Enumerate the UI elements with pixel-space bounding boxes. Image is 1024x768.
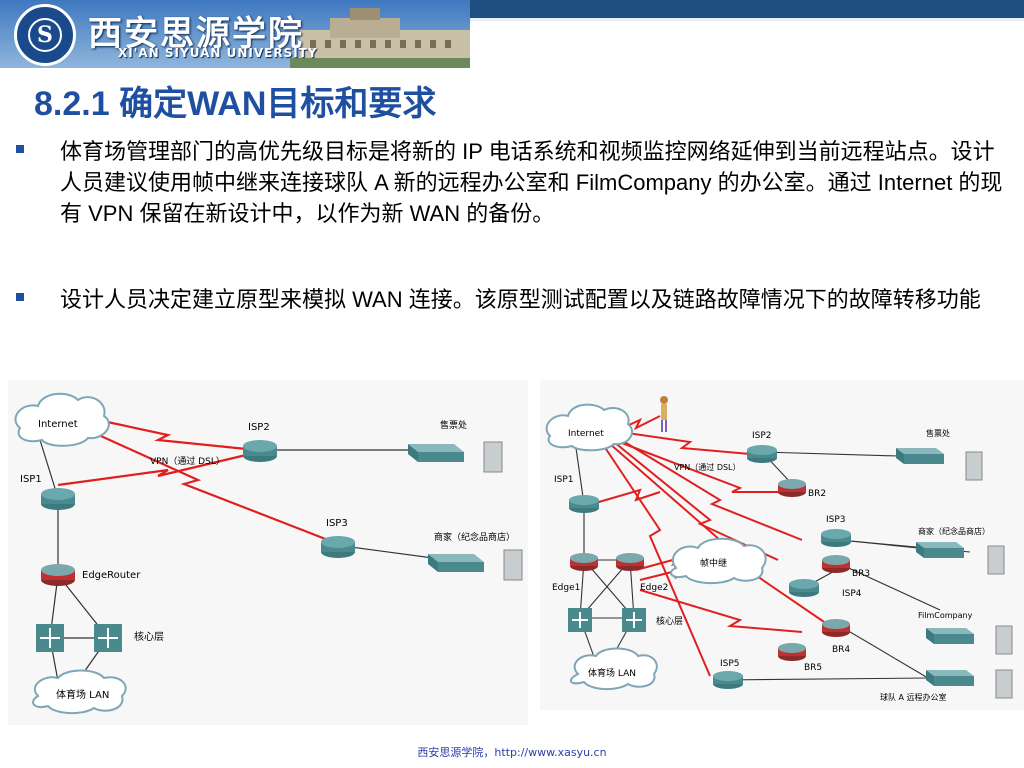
core-label: 核心层: [134, 630, 164, 643]
shop-switch-icon: [916, 542, 964, 558]
bullet-square-icon: [16, 145, 24, 153]
header-stripe: [470, 0, 1024, 18]
isp2-label: ISP2: [248, 422, 270, 433]
isp4-label: ISP4: [842, 589, 862, 599]
school-name-en: XI'AN SIYUAN UNIVERSITY: [118, 46, 318, 60]
edge-router-icon: [41, 564, 75, 586]
team-a-server-icon: [995, 669, 1013, 699]
router-isp2-icon: [747, 445, 777, 463]
lan-label: 体育场 LAN: [588, 667, 636, 679]
school-name-cn: 西安思源学院: [88, 14, 304, 54]
core-switch-left-icon: [568, 608, 592, 632]
isp5-label: ISP5: [720, 659, 740, 669]
router-isp3-icon: [321, 536, 355, 558]
ticket-switch-icon: [408, 444, 464, 462]
internet-label: Internet: [568, 429, 604, 439]
core-switch-right-icon: [622, 608, 646, 632]
shop-switch-icon: [428, 554, 484, 572]
bullet-text: 体育场管理部门的高优先级目标是将新的 IP 电话系统和视频监控网络延伸到当前远程…: [60, 139, 1003, 226]
bullet-text: 设计人员决定建立原型来模拟 WAN 连接。该原型测试配置以及链路故障情况下的故障…: [60, 287, 981, 312]
prototype-network-diagram: Internet ISP1 Edge1 Edge2 核心层 体育场 LAN 帧中…: [540, 380, 1024, 710]
filmcompany-switch-icon: [926, 628, 974, 644]
vpn-label: VPN（通过 DSL）: [674, 462, 741, 472]
shop-label: 商家（纪念品商店）: [434, 531, 515, 543]
isp3-label: ISP3: [326, 518, 348, 529]
frame-relay-cloud: 帧中继: [670, 537, 767, 584]
router-isp1-icon: [569, 495, 599, 513]
br2-router-icon: [778, 479, 806, 497]
ticket-switch-icon: [896, 448, 944, 464]
router-isp2-icon: [243, 440, 277, 462]
isp3-label: ISP3: [826, 515, 846, 525]
header-stripe-light: [470, 18, 1024, 21]
school-logo: S: [14, 4, 76, 66]
lan-cloud: 体育场 LAN: [32, 669, 127, 714]
current-network-diagram: Internet ISP1 ISP2 ISP3 EdgeRouter 核心层 体…: [8, 380, 528, 725]
br4-router-icon: [822, 619, 850, 637]
bullet-square-icon: [16, 293, 24, 301]
internet-cloud: Internet: [14, 392, 110, 447]
core-switch-right-icon: [94, 624, 122, 652]
br5-label: BR5: [804, 663, 822, 673]
core-switch-left-icon: [36, 624, 64, 652]
filmcompany-label: FilmCompany: [918, 611, 973, 620]
br3-router-icon: [822, 555, 850, 573]
router-isp1-icon: [41, 488, 75, 510]
ticket-server-icon: [965, 451, 983, 481]
edge2-label: Edge2: [640, 583, 668, 593]
lan-cloud: 体育场 LAN: [569, 647, 658, 690]
vpn-links: [57, 418, 329, 542]
person-icon: [660, 396, 668, 432]
edge1-label: Edge1: [552, 583, 580, 593]
team-a-label: 球队 A 远程办公室: [880, 692, 947, 702]
isp1-label: ISP1: [20, 474, 42, 485]
school-logo-ring: S: [28, 18, 62, 52]
shop-server-icon: [503, 549, 523, 581]
router-isp3-icon: [821, 529, 851, 547]
frame-relay-label: 帧中继: [700, 557, 727, 569]
isp2-label: ISP2: [752, 431, 772, 441]
header-banner: S 西安思源学院 XI'AN SIYUAN UNIVERSITY: [0, 0, 470, 68]
lan-label: 体育场 LAN: [56, 688, 109, 701]
campus-photo: [0, 0, 470, 68]
edge2-router-icon: [616, 553, 644, 571]
router-isp4-icon: [789, 579, 819, 597]
br4-label: BR4: [832, 645, 850, 655]
school-logo-letter: S: [37, 22, 53, 48]
ticket-server-icon: [483, 441, 503, 473]
edge1-router-icon: [570, 553, 598, 571]
shop-label: 商家（纪念品商店）: [918, 526, 990, 536]
br2-label: BR2: [808, 489, 826, 499]
br5-router-icon: [778, 643, 806, 661]
shop-server-icon: [987, 545, 1005, 575]
filmcompany-server-icon: [995, 625, 1013, 655]
edge-router-label: EdgeRouter: [82, 570, 141, 581]
internet-cloud: Internet: [545, 403, 633, 452]
router-isp5-icon: [713, 671, 743, 689]
ticket-label: 售票处: [926, 428, 950, 438]
vpn-label: VPN（通过 DSL）: [150, 455, 225, 467]
team-a-switch-icon: [926, 670, 974, 686]
slide-title: 8.2.1 确定WAN目标和要求: [34, 85, 437, 123]
core-label: 核心层: [656, 615, 683, 627]
internet-label: Internet: [38, 419, 78, 430]
footer-text: 西安思源学院，http://www.xasyu.cn: [417, 746, 607, 759]
br3-label: BR3: [852, 569, 870, 579]
ticket-label: 售票处: [440, 419, 467, 431]
isp1-label: ISP1: [554, 475, 574, 485]
